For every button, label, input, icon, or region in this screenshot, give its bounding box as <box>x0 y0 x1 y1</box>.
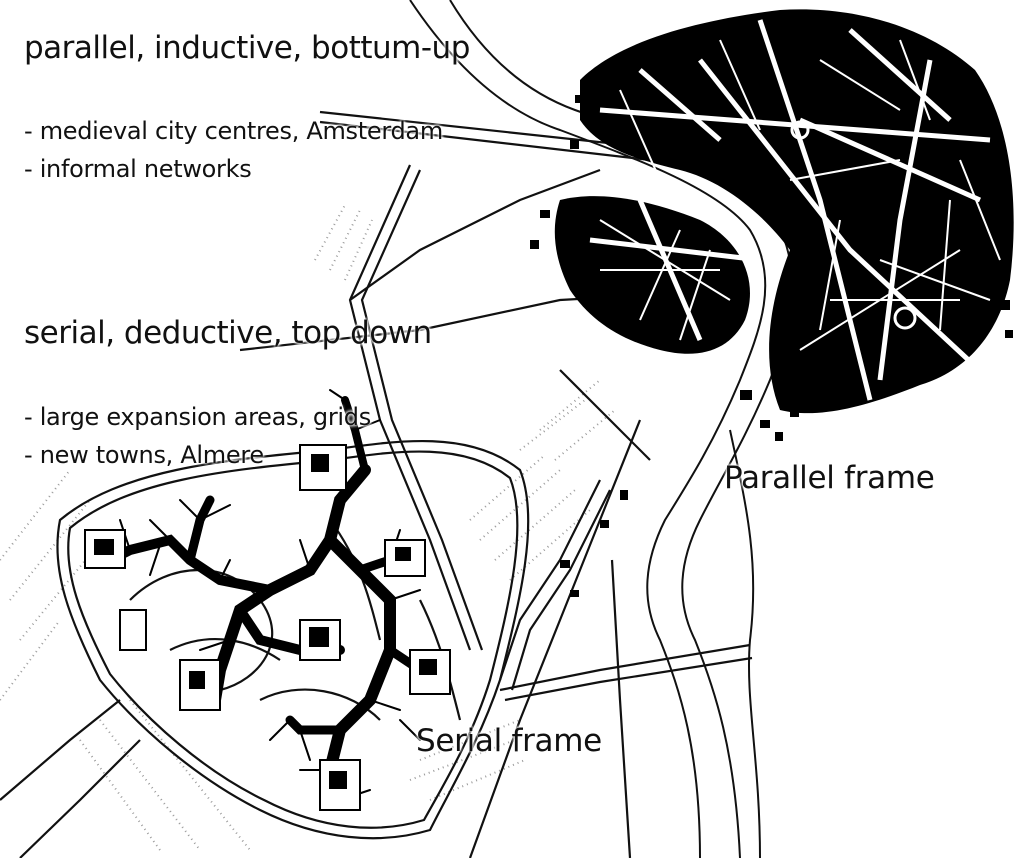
dotted-fields <box>0 204 616 851</box>
building-clusters <box>84 444 451 811</box>
heading-serial: serial, deductive, top down <box>24 315 432 351</box>
scattered-blocks <box>530 95 1013 597</box>
heading-parallel: parallel, inductive, bottum-up <box>24 30 470 66</box>
label-parallel-frame: Parallel frame <box>724 460 935 496</box>
serial-item-new-towns: - new towns, Almere <box>24 441 264 469</box>
medieval-city-fabric <box>554 9 1014 414</box>
parallel-item-informal: - informal networks <box>24 155 252 183</box>
serial-item-expansion: - large expansion areas, grids <box>24 403 371 431</box>
parallel-item-medieval: - medieval city centres, Amsterdam <box>24 117 443 145</box>
label-serial-frame: Serial frame <box>416 723 602 759</box>
